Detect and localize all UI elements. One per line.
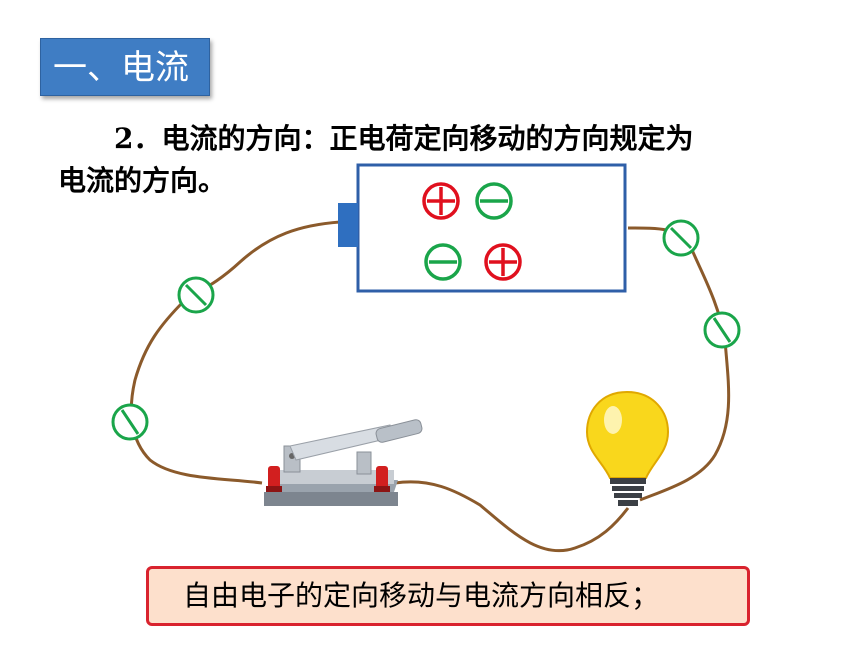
wire-bottom (394, 480, 630, 553)
paragraph-line1: 电流的方向：正电荷定向移动的方向规定为 (161, 122, 694, 155)
knife-switch (264, 419, 423, 506)
electron-icon (662, 219, 700, 257)
negative-charge-icon (424, 243, 462, 281)
electron-icon (177, 276, 215, 314)
electron-icon (111, 403, 149, 441)
negative-charge-icon (475, 182, 513, 220)
section-title: 一、电流 (40, 38, 210, 96)
electron-icon (703, 311, 741, 349)
wire-left (129, 220, 341, 485)
battery (338, 163, 627, 293)
positive-charge-icon (484, 243, 522, 281)
light-bulb (585, 390, 670, 506)
note-box: 自由电子的定向移动与电流方向相反； (146, 566, 750, 626)
paragraph-number: 2． (114, 122, 162, 155)
definition-paragraph: 2．电流的方向：正电荷定向移动的方向规定为 电流的方向。 (58, 118, 818, 202)
positive-charge-icon (422, 182, 460, 220)
paragraph-line2: 电流的方向。 (58, 164, 227, 197)
